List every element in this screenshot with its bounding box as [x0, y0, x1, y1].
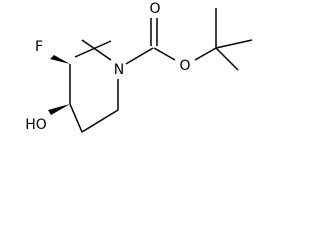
bond-tbu-methyl-right — [215, 39, 253, 49]
bond-c5-c4 — [69, 103, 83, 133]
bond-ester-o-tbu — [194, 47, 217, 61]
structure-diagram: F N O O HO — [25, 1, 253, 133]
bond-c6-c5 — [81, 109, 119, 133]
ester-oxygen-label: O — [179, 58, 190, 74]
nitrogen-label: N — [114, 62, 124, 78]
fluorine-label: F — [35, 39, 43, 55]
wedge-c4-oh — [48, 104, 70, 115]
bond-carbonyl-ester-o — [153, 47, 176, 61]
bond-c2-n1 — [81, 39, 112, 61]
bond-n1-carbonyl — [125, 47, 154, 65]
bond-c3-c2 — [74, 40, 112, 58]
wedge-c3-f — [50, 55, 70, 64]
hydroxyl-label: HO — [25, 117, 47, 133]
carbonyl-oxygen-label: O — [149, 1, 160, 17]
bond-tbu-methyl-bottom — [215, 47, 239, 71]
